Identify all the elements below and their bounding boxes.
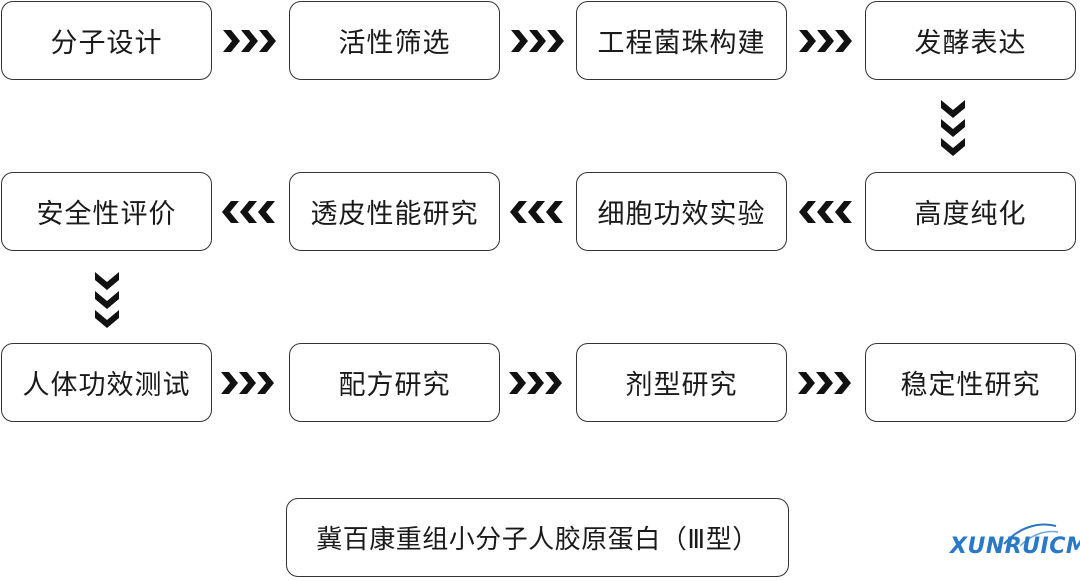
step-purification: 高度纯化 [865, 172, 1076, 251]
chevron-left-triple-icon [799, 201, 853, 223]
step-strain-construction: 工程菌珠构建 [576, 1, 787, 80]
chevron-down-triple-icon [95, 272, 119, 328]
step-fermentation: 发酵表达 [865, 1, 1076, 80]
chevron-right-triple-icon [509, 372, 563, 394]
chevron-right-triple-icon [798, 372, 852, 394]
chevron-right-triple-icon [221, 372, 275, 394]
step-dosage-form-study: 剂型研究 [576, 343, 787, 422]
step-human-efficacy-test: 人体功效测试 [1, 343, 212, 422]
step-cell-efficacy: 细胞功效实验 [576, 172, 787, 251]
step-activity-screening: 活性筛选 [289, 1, 500, 80]
chevron-right-triple-icon [223, 30, 277, 52]
chevron-down-triple-icon [941, 100, 965, 156]
chevron-left-triple-icon [222, 201, 276, 223]
product-label: 冀百康重组小分子人胶原蛋白（Ⅲ型） [286, 498, 789, 577]
step-formula-study: 配方研究 [289, 343, 500, 422]
watermark-logo: XUNRUICMS [950, 534, 1080, 559]
step-stability-study: 稳定性研究 [865, 343, 1076, 422]
step-safety-evaluation: 安全性评价 [1, 172, 212, 251]
chevron-right-triple-icon [799, 30, 853, 52]
chevron-left-triple-icon [510, 201, 564, 223]
watermark-swoosh-icon [1003, 523, 1059, 547]
chevron-right-triple-icon [511, 30, 565, 52]
step-transdermal-study: 透皮性能研究 [289, 172, 500, 251]
step-molecular-design: 分子设计 [1, 1, 212, 80]
